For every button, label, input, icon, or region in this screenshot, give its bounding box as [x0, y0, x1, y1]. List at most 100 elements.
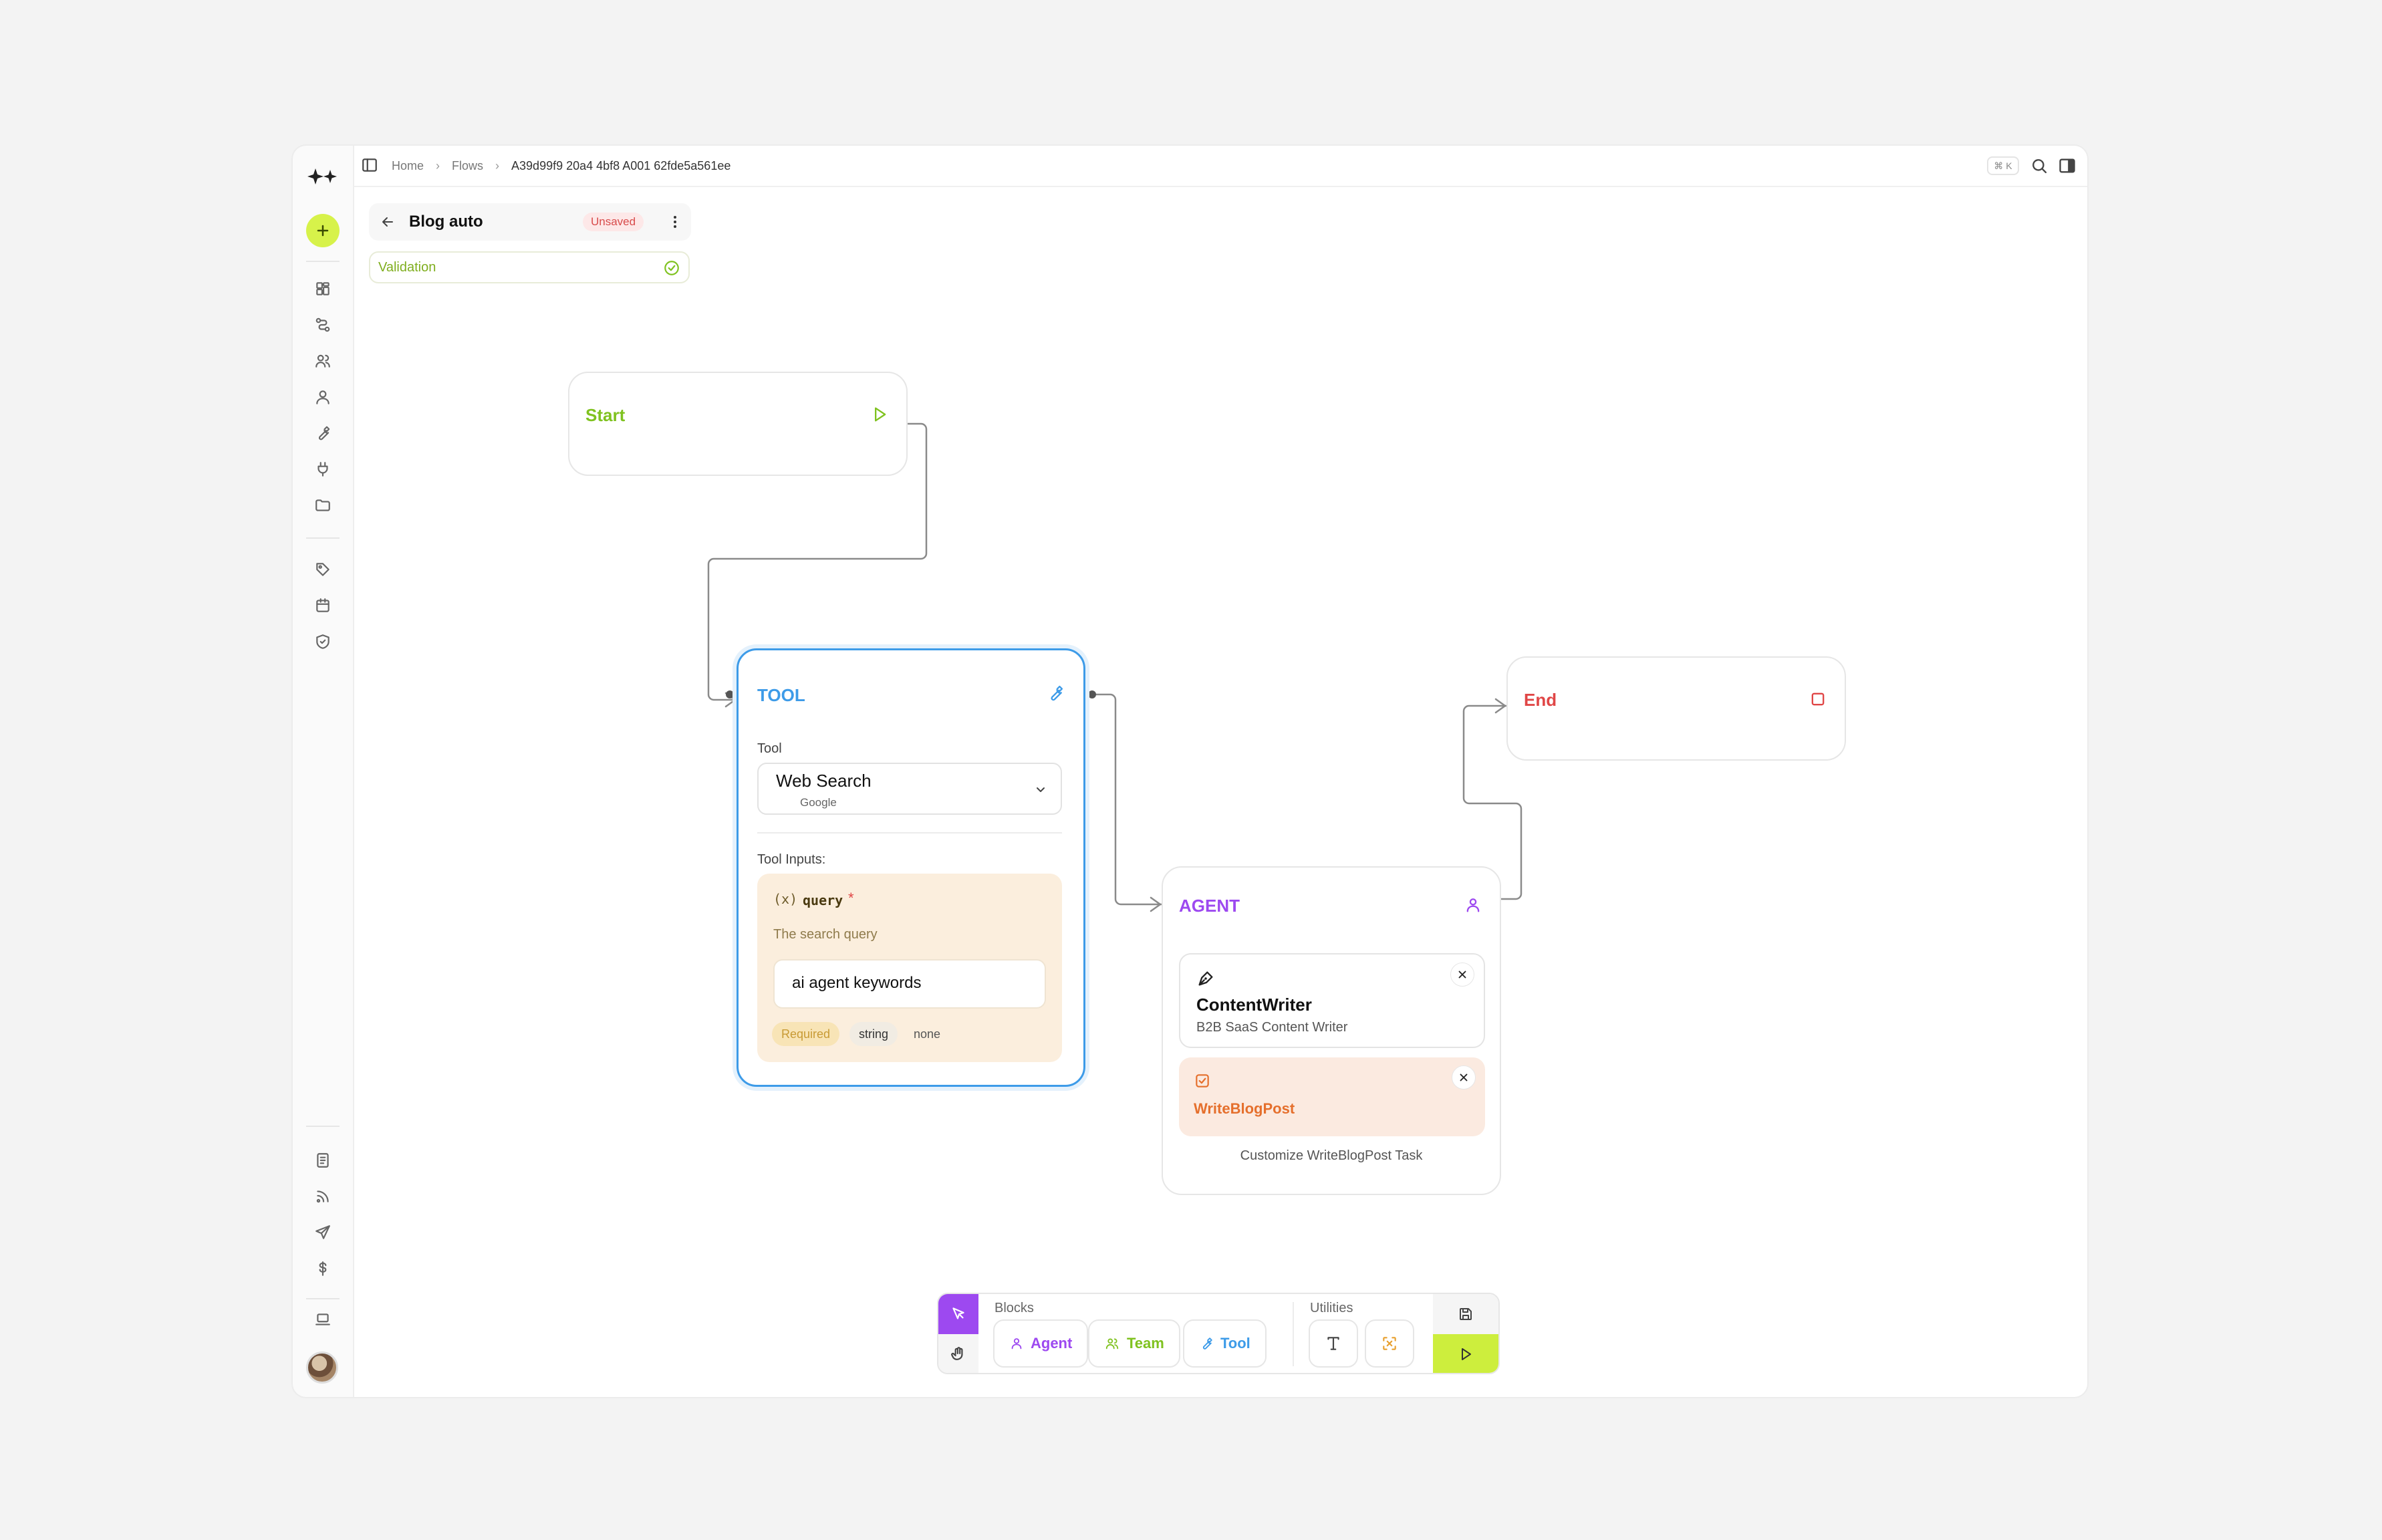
- required-star: *: [848, 890, 854, 906]
- edge-arrow-agent: [1150, 896, 1162, 912]
- calendar-icon[interactable]: [311, 594, 335, 618]
- integrations-plug-icon[interactable]: [311, 457, 335, 481]
- flow-title[interactable]: Blog auto: [409, 213, 483, 231]
- default-none-tag: none: [914, 1027, 941, 1041]
- play-icon: [875, 407, 886, 422]
- tool-block-label: Tool: [1220, 1335, 1250, 1352]
- app-window: Home › Flows › A39d99f9 20a4 4bf8 A001 6…: [291, 144, 2089, 1398]
- toggle-sidebar-icon[interactable]: [361, 156, 378, 174]
- shield-icon[interactable]: [311, 630, 335, 654]
- play-icon: [1462, 1348, 1471, 1360]
- dashboard-icon[interactable]: [311, 277, 335, 301]
- tool-divider: [757, 832, 1062, 833]
- toggle-right-panel-icon[interactable]: [2058, 156, 2077, 175]
- laptop-icon[interactable]: [311, 1307, 335, 1331]
- utilities-label: Utilities: [1310, 1301, 1353, 1315]
- wrench-icon: [1051, 685, 1063, 701]
- query-description: The search query: [773, 927, 878, 942]
- type-string-tag: string: [849, 1022, 898, 1046]
- tool-node[interactable]: TOOL Tool Web Search Google Tool Inputs:…: [737, 648, 1085, 1087]
- block-toolbar: Blocks Agent Team Tool Utilities: [937, 1293, 1500, 1374]
- breadcrumb: Home › Flows › A39d99f9 20a4 4bf8 A001 6…: [392, 146, 731, 186]
- select-tool-button[interactable]: [938, 1294, 978, 1334]
- tool-select[interactable]: Web Search Google: [757, 763, 1062, 815]
- user-avatar[interactable]: [306, 1352, 338, 1384]
- agent-card-contentwriter[interactable]: ContentWriter B2B SaaS Content Writer: [1179, 953, 1485, 1048]
- sidebar: [293, 146, 353, 1397]
- tool-output-handle: [1088, 690, 1096, 698]
- folder-icon[interactable]: [311, 493, 335, 517]
- tool-provider: Google: [800, 796, 837, 809]
- required-tag: Required: [772, 1022, 840, 1046]
- start-node[interactable]: Start: [568, 372, 908, 476]
- tasks-tag-icon[interactable]: [311, 557, 335, 582]
- create-button[interactable]: [306, 214, 340, 247]
- more-options-icon[interactable]: [667, 214, 683, 230]
- query-input[interactable]: ai agent keywords: [773, 959, 1046, 1009]
- start-node-title: Start: [585, 405, 626, 425]
- flows-icon[interactable]: [311, 313, 335, 337]
- edge-arrow-end: [1494, 698, 1507, 714]
- search-icon[interactable]: [2030, 156, 2048, 175]
- task-checkbox-icon: [1196, 1074, 1209, 1087]
- run-flow-button[interactable]: [1433, 1334, 1498, 1373]
- add-text-button[interactable]: [1309, 1319, 1358, 1368]
- end-node-title: End: [1524, 690, 1557, 710]
- save-button[interactable]: [1433, 1294, 1498, 1334]
- billing-dollar-icon[interactable]: [311, 1257, 335, 1281]
- feed-rss-icon[interactable]: [311, 1184, 335, 1208]
- team-icon: [1105, 1338, 1119, 1350]
- agent-person-icon: [1011, 1338, 1022, 1350]
- add-agent-block-button[interactable]: Agent: [993, 1319, 1089, 1368]
- command-shortcut-badge[interactable]: ⌘ K: [1987, 156, 2019, 175]
- task-card-writeblogpost[interactable]: WriteBlogPost: [1179, 1057, 1485, 1136]
- variable-icon: (x): [773, 891, 798, 907]
- top-bar: Home › Flows › A39d99f9 20a4 4bf8 A001 6…: [354, 146, 2087, 187]
- toolbar-divider: [1293, 1302, 1294, 1366]
- remove-task-button[interactable]: [1452, 1065, 1476, 1089]
- end-node[interactable]: End: [1506, 656, 1846, 761]
- agent-block-label: Agent: [1031, 1335, 1073, 1352]
- breadcrumb-flows[interactable]: Flows: [452, 158, 484, 172]
- remove-agent-button[interactable]: [1450, 962, 1474, 987]
- agent-node-title: AGENT: [1179, 896, 1240, 916]
- query-param-name: query: [803, 892, 843, 908]
- wrench-icon: [1202, 1337, 1212, 1350]
- agent-node[interactable]: AGENT ContentWriter B2B SaaS Content Wri…: [1162, 866, 1501, 1195]
- agents-icon[interactable]: [311, 385, 335, 409]
- edge-start-tool: [707, 422, 928, 701]
- save-floppy-icon: [1460, 1308, 1472, 1320]
- flow-canvas[interactable]: [354, 146, 2089, 1398]
- customize-task-link[interactable]: Customize WriteBlogPost Task: [1240, 1148, 1423, 1163]
- docs-icon[interactable]: [311, 1148, 335, 1172]
- chevron-down-icon: [1037, 787, 1045, 792]
- close-icon: [1458, 971, 1466, 979]
- validation-label: Validation: [378, 260, 436, 275]
- add-tool-block-button[interactable]: Tool: [1183, 1319, 1267, 1368]
- back-arrow-icon[interactable]: [380, 214, 396, 230]
- sparkle-logo-icon[interactable]: [306, 163, 341, 190]
- team-block-label: Team: [1127, 1335, 1164, 1352]
- flow-header: Blog auto Unsaved: [369, 203, 691, 241]
- breadcrumb-home[interactable]: Home: [392, 158, 424, 172]
- close-icon: [1460, 1073, 1468, 1081]
- add-variable-button[interactable]: [1365, 1319, 1414, 1368]
- text-icon: [1327, 1337, 1339, 1350]
- tool-select-value: Web Search: [776, 771, 872, 791]
- sidebar-divider: [306, 1298, 340, 1299]
- pan-tool-button[interactable]: [938, 1334, 978, 1373]
- tool-field-label: Tool: [757, 741, 782, 756]
- add-team-block-button[interactable]: Team: [1088, 1319, 1180, 1368]
- tool-node-title: TOOL: [757, 685, 805, 705]
- breadcrumb-current: A39d99f9 20a4 4bf8 A001 62fde5a561ee: [511, 158, 731, 172]
- send-icon[interactable]: [311, 1221, 335, 1245]
- agent-role: B2B SaaS Content Writer: [1196, 1020, 1348, 1035]
- edge-agent-end: [1462, 704, 1523, 900]
- tools-wrench-icon[interactable]: [311, 421, 335, 445]
- tool-inputs-label: Tool Inputs:: [757, 852, 826, 867]
- validation-bar[interactable]: Validation: [369, 251, 690, 283]
- cursor-arrow-icon: [952, 1307, 964, 1319]
- teams-icon[interactable]: [311, 349, 335, 373]
- query-input-card: (x) query * The search query ai agent ke…: [757, 874, 1062, 1062]
- task-name: WriteBlogPost: [1194, 1100, 1295, 1117]
